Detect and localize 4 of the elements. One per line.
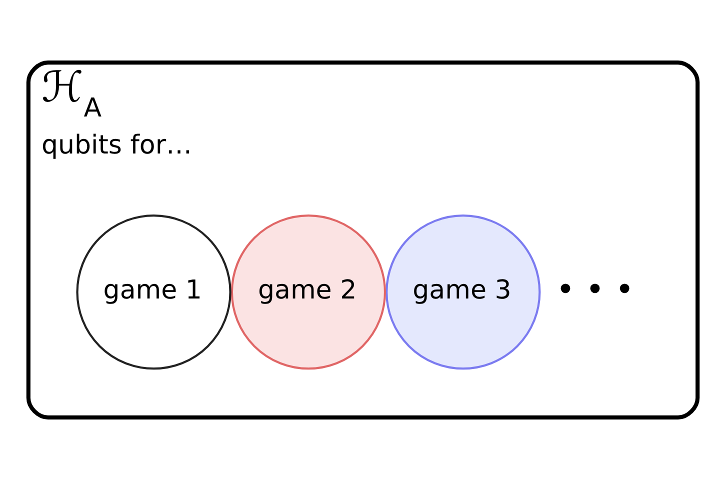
label: • • • — [556, 270, 634, 308]
node-circle: game 3 — [386, 214, 541, 370]
node-circle: game 1 — [76, 214, 232, 370]
node-circle: game 2 — [230, 214, 386, 370]
